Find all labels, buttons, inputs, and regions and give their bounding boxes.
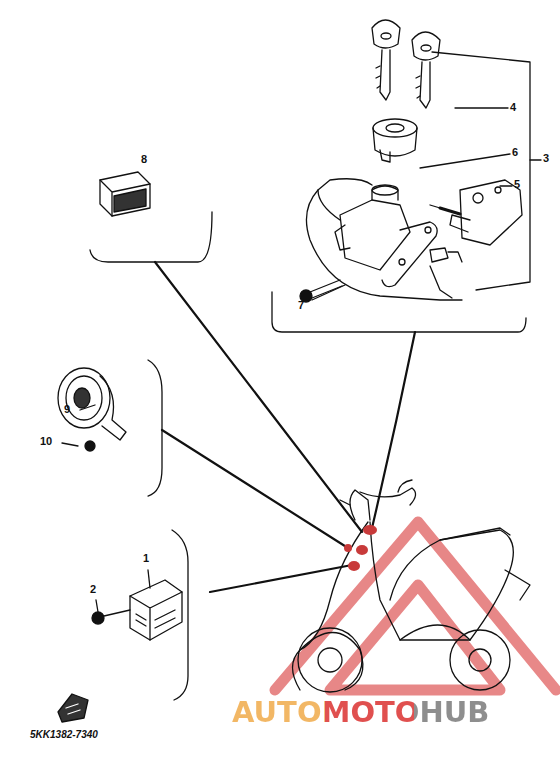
scooter-outline	[293, 480, 531, 692]
leader-line	[500, 185, 512, 186]
callout-number: 3	[543, 153, 549, 164]
callout-number: 8	[141, 154, 147, 165]
watermark: AUTOMOTOHUB	[232, 698, 489, 727]
key	[372, 20, 400, 100]
group-bracket	[90, 212, 212, 262]
callout-number: 5	[514, 179, 520, 190]
leader-line	[96, 600, 98, 612]
callout-number: 6	[512, 147, 518, 158]
callout-number: 4	[510, 102, 516, 113]
callout-number: 7	[298, 300, 304, 311]
callout-number: 9	[64, 404, 70, 415]
connector-symbol	[58, 694, 88, 722]
leader-line	[62, 443, 78, 446]
group-bracket	[148, 360, 162, 496]
leader-line	[420, 154, 510, 168]
leader-line	[530, 159, 541, 160]
group-bracket	[172, 530, 188, 700]
lock-cylinder	[373, 119, 417, 162]
leader-line	[148, 570, 150, 588]
horn	[58, 368, 126, 451]
flasher-relay	[92, 580, 182, 640]
key	[412, 32, 440, 108]
relay-box	[100, 172, 150, 216]
leader-line	[162, 430, 348, 548]
leader-line	[372, 332, 415, 528]
leader-line	[455, 107, 508, 108]
watermark-triangle	[275, 522, 556, 690]
callout-number: 2	[90, 584, 96, 595]
callout-number: 10	[40, 436, 52, 447]
leader-line	[210, 565, 352, 592]
callout-number: 1	[143, 553, 149, 564]
bolt	[300, 280, 342, 302]
seat-lock	[430, 180, 522, 245]
location-marks	[344, 525, 377, 571]
main-switch	[306, 179, 462, 300]
part-code: 5KK1382-7340	[30, 730, 98, 740]
